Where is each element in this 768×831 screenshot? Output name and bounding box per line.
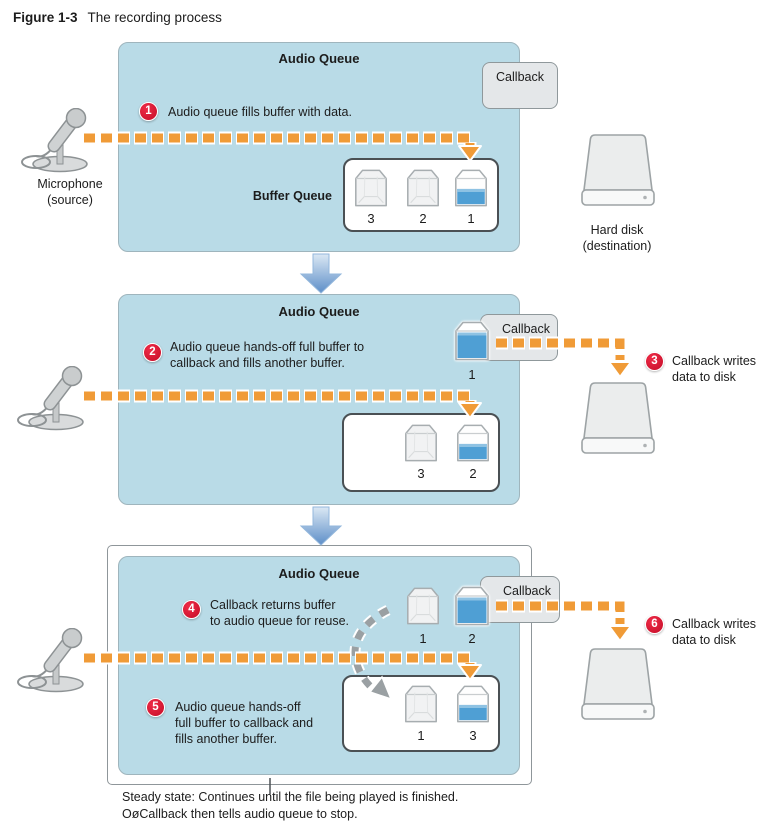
step-5-line3: fills another buffer. (175, 732, 277, 746)
buffer-1-partial (452, 167, 490, 209)
panel-3-callback-label: Callback (503, 584, 551, 598)
source-label-1: Microphone (37, 177, 103, 191)
step-2-line1: Audio queue hands-off full buffer to (170, 340, 365, 354)
step-6-badge: 6 (645, 615, 664, 634)
buffer-number: 1 (417, 728, 425, 743)
top-buffer-empty (404, 585, 442, 627)
buffer-number: 1 (468, 367, 476, 382)
step-1-text: Audio queue fills buffer with data. (168, 105, 352, 119)
buffer-3-partial (454, 683, 492, 725)
step-4-line1: Callback returns buffer (210, 598, 336, 612)
caption-line-1: Steady state: Continues until the file b… (122, 790, 459, 804)
buffer-1-empty (402, 683, 440, 725)
buffer-number: 3 (417, 466, 425, 481)
buffer-icon-partial (457, 685, 489, 723)
panel-transition-arrow-2 (299, 506, 343, 546)
step-5-line1: Audio queue hands-off (175, 700, 301, 714)
buffer-number: 3 (367, 211, 375, 226)
hard-disk-1 (577, 132, 659, 212)
hard-disk-2 (577, 380, 659, 460)
step-6-line1: Callback writes (672, 617, 757, 631)
figure-title: The recording process (87, 10, 222, 25)
panel-1-callback-box: Callback (482, 62, 558, 109)
buffer-icon-full (455, 321, 489, 361)
top-buffer-full (452, 584, 492, 628)
buffer-icon-full (455, 586, 489, 626)
panel-1-title: Audio Queue (278, 51, 360, 66)
hard-disk-3 (577, 646, 659, 726)
step-1-badge: 1 (139, 102, 158, 121)
hard-disk-icon (581, 382, 655, 454)
buffer-icon-empty (407, 587, 439, 625)
step-4-line2: to audio queue for reuse. (210, 614, 349, 628)
buffer-2-partial (454, 422, 492, 464)
buffer-3-empty (352, 167, 390, 209)
destination-label-2: (destination) (582, 239, 652, 253)
buffer-icon-partial (455, 169, 487, 207)
buffer-icon-empty (405, 424, 437, 462)
panel-1-callback-label: Callback (496, 70, 544, 84)
panel-2-title: Audio Queue (278, 304, 360, 319)
step-6-line2: data to disk (672, 633, 736, 647)
hard-disk-icon (581, 648, 655, 720)
step-3-line2: data to disk (672, 370, 736, 384)
microphone-1 (10, 108, 106, 174)
step-2-badge: 2 (143, 343, 162, 362)
step-5-line2: full buffer to callback and (175, 716, 314, 730)
microphone-icon (17, 366, 84, 431)
buffer-number: 3 (469, 728, 477, 743)
source-label-2: (source) (47, 193, 93, 207)
buffer-icon-empty (405, 685, 437, 723)
figure-heading: Figure 1-3 The recording process (13, 10, 222, 25)
step-3-badge: 3 (645, 352, 664, 371)
buffer-icon-empty (355, 169, 387, 207)
destination-label-1: Hard disk (590, 223, 644, 237)
hard-disk-icon (581, 134, 655, 206)
step-2-line2: callback and fills another buffer. (170, 356, 345, 370)
buffer-number: 1 (419, 631, 427, 646)
caption-line-2: OøCallback then tells audio queue to sto… (122, 807, 358, 821)
microphone-icon (17, 628, 84, 693)
buffer-number: 2 (419, 211, 427, 226)
microphone-3 (6, 628, 102, 694)
panel-3-callback-box: Callback (480, 576, 560, 623)
buffer-icon-empty (407, 169, 439, 207)
figure-label: Figure 1-3 (13, 10, 78, 25)
step-4-badge: 4 (182, 600, 201, 619)
buffer-queue-label: Buffer Queue (252, 189, 332, 203)
microphone-icon (21, 108, 88, 173)
step-3-line1: Callback writes (672, 354, 757, 368)
buffer-2-empty (404, 167, 442, 209)
step-5-badge: 5 (146, 698, 165, 717)
panel-3-title: Audio Queue (278, 566, 360, 581)
buffer-icon-partial (457, 424, 489, 462)
buffer-3-empty (402, 422, 440, 464)
handed-buffer-full (452, 319, 492, 363)
panel-2-callback-label: Callback (502, 322, 550, 336)
buffer-number: 2 (469, 466, 477, 481)
panel-transition-arrow-1 (299, 253, 343, 294)
buffer-number: 2 (468, 631, 476, 646)
microphone-2 (6, 366, 102, 432)
buffer-number: 1 (467, 211, 475, 226)
